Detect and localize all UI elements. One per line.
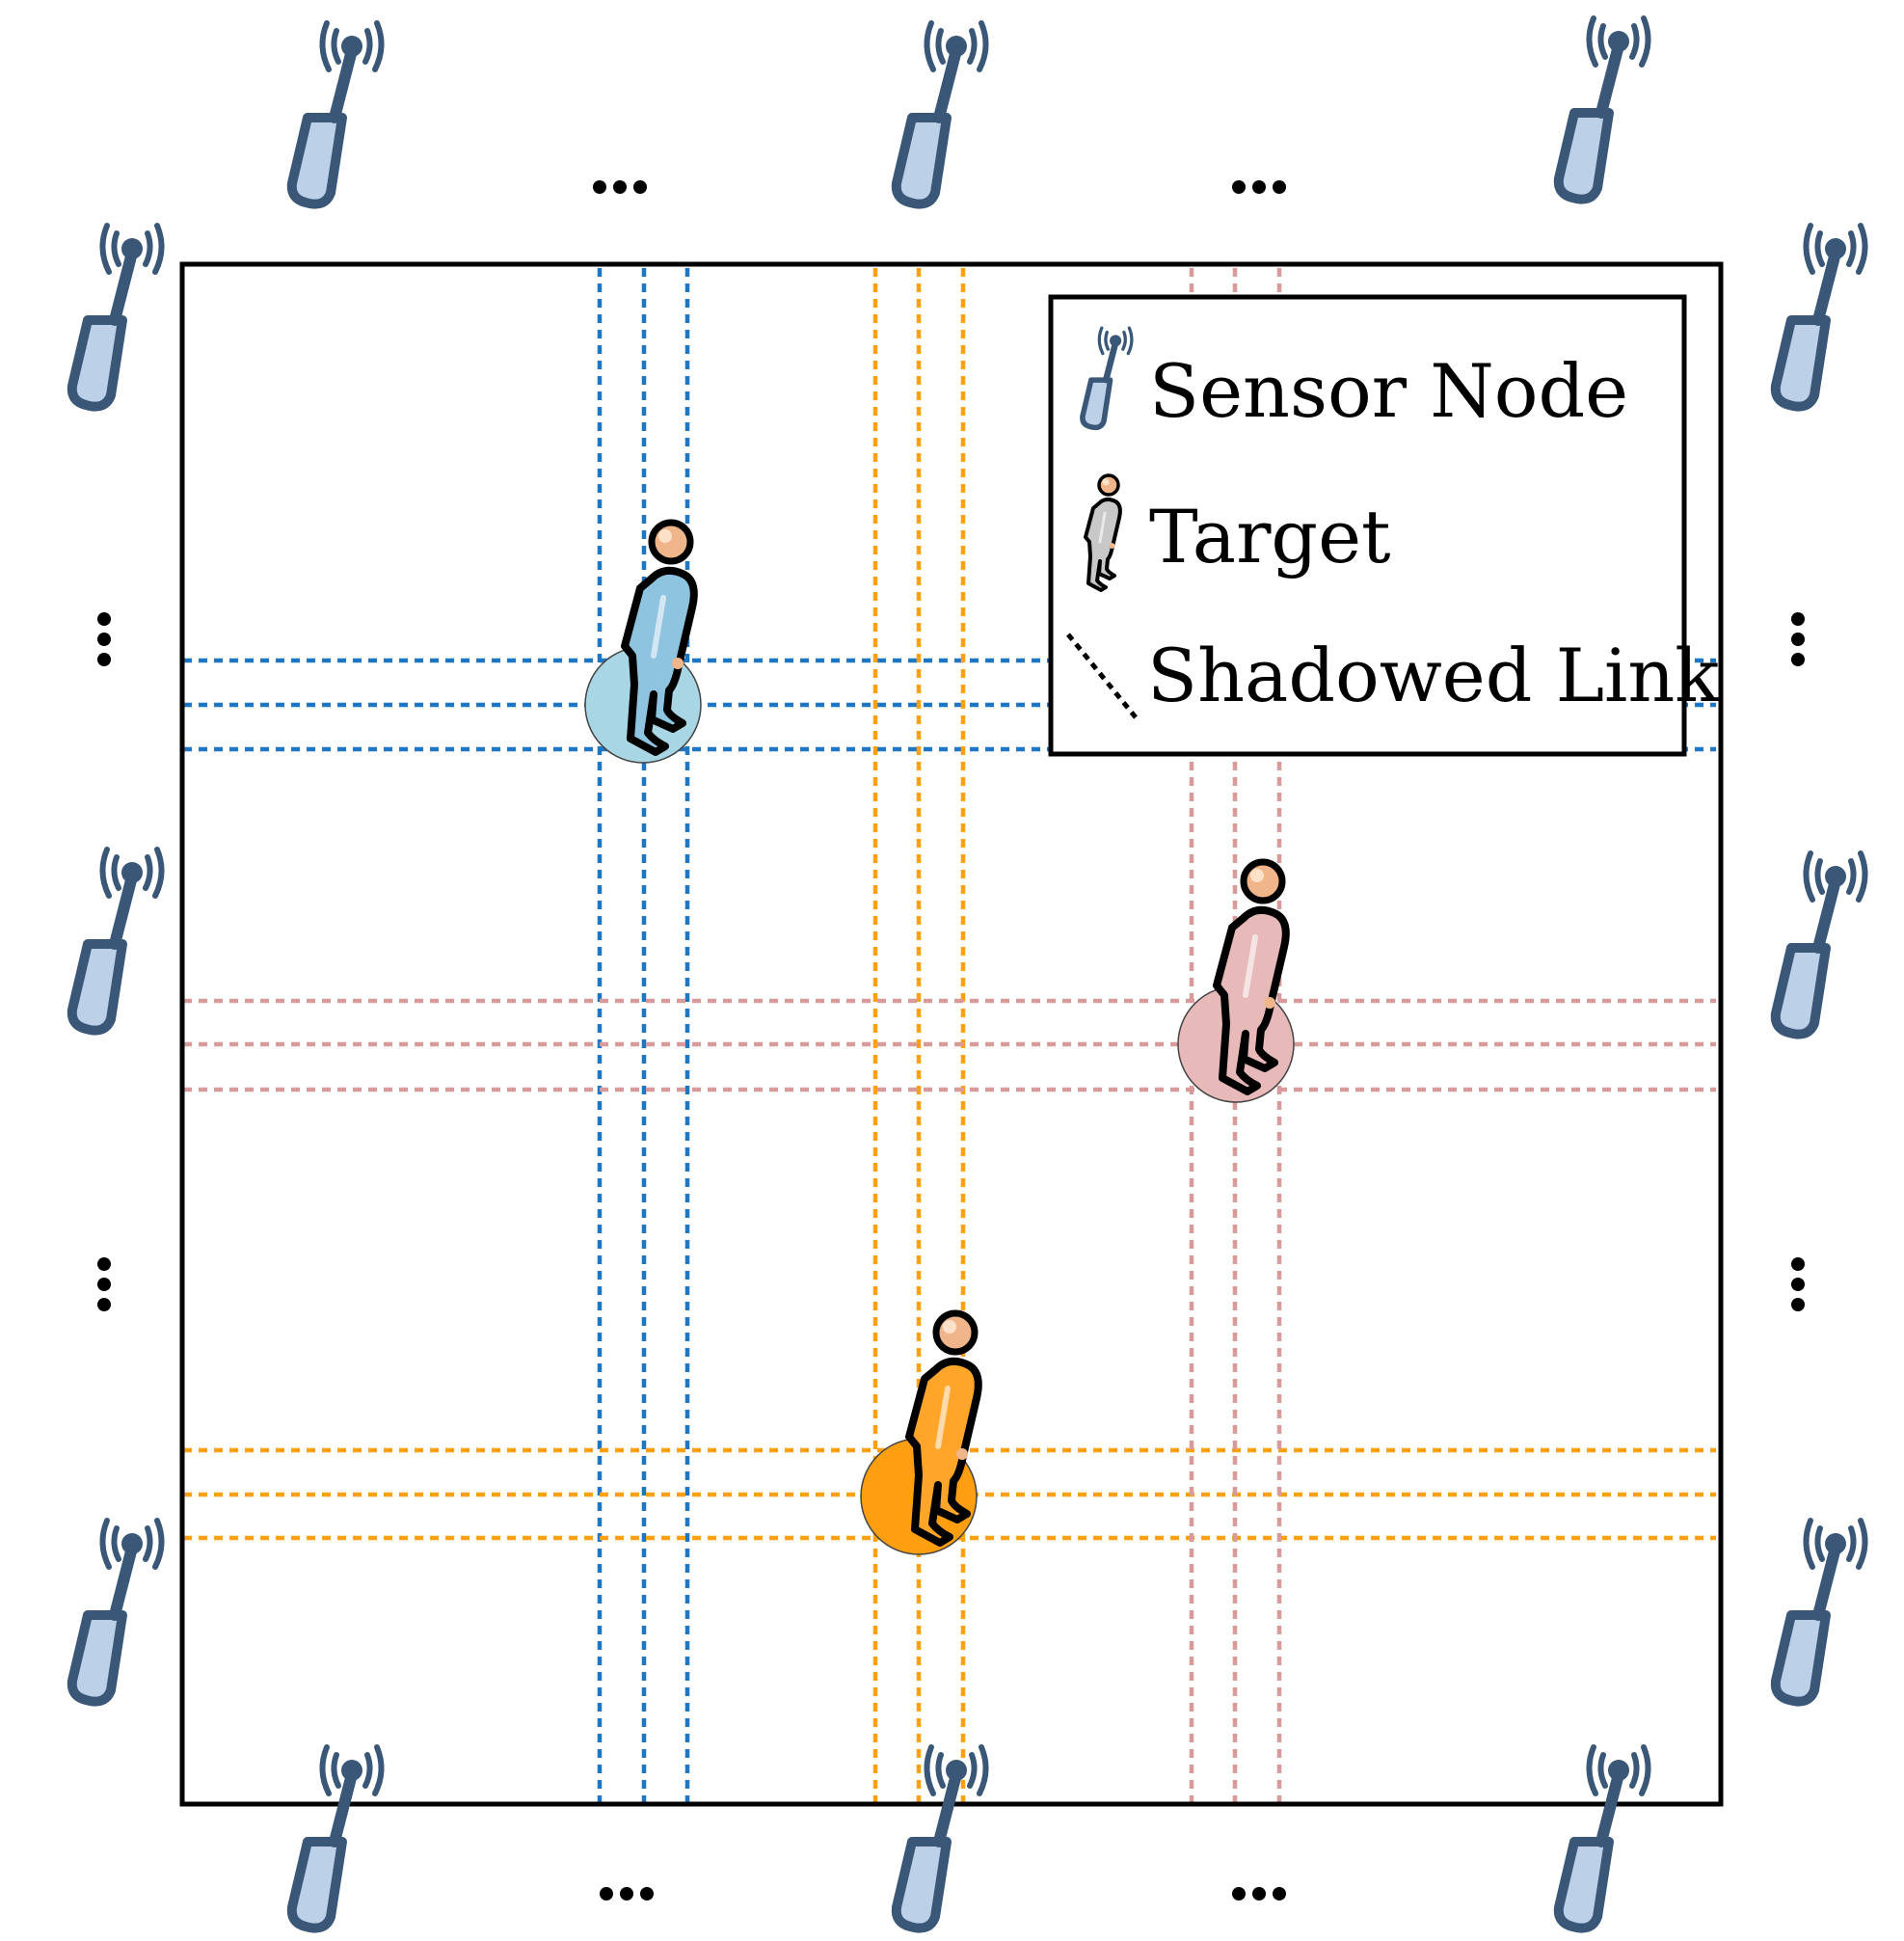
sensor-node-icon bbox=[897, 1747, 986, 1928]
sensor-node-icon bbox=[72, 849, 162, 1031]
legend-target-label: Target bbox=[1149, 494, 1391, 580]
legend: Sensor Node Target Shadowed Link bbox=[1048, 294, 1720, 757]
legend-box bbox=[1048, 294, 1687, 757]
legend-link-label: Shadowed Link bbox=[1147, 633, 1720, 718]
sensor-node-icon bbox=[72, 1521, 162, 1702]
sensor-node-icon bbox=[1559, 18, 1649, 200]
ellipsis-horizontal-icon bbox=[600, 1887, 654, 1901]
ellipsis-horizontal-icon bbox=[593, 180, 647, 194]
blue-target-links bbox=[183, 268, 1716, 1807]
ellipsis-vertical-icon bbox=[1791, 612, 1805, 666]
ellipsis-vertical-icon bbox=[1791, 1257, 1805, 1311]
sensor-node-icon bbox=[72, 226, 162, 407]
ellipsis-horizontal-icon bbox=[1232, 180, 1286, 194]
ellipsis-vertical-icon bbox=[97, 1257, 111, 1311]
sensor-node-icon bbox=[292, 1747, 382, 1928]
pink-target-links bbox=[183, 268, 1716, 1807]
ellipsis-vertical-icon bbox=[97, 612, 111, 666]
sensor-node-icon bbox=[292, 23, 382, 204]
sensor-node-icon bbox=[1776, 853, 1865, 1035]
legend-link-sample bbox=[1066, 633, 1138, 719]
legend-sensor-label: Sensor Node bbox=[1149, 348, 1628, 434]
ellipsis-dots bbox=[97, 180, 1805, 1901]
ellipsis-horizontal-icon bbox=[1232, 1887, 1286, 1901]
sensor-node-icon bbox=[1776, 1521, 1865, 1702]
sensor-node-icon bbox=[1776, 226, 1865, 407]
sensor-node-icon bbox=[897, 23, 986, 204]
sensor-node-icon bbox=[1559, 1747, 1649, 1928]
